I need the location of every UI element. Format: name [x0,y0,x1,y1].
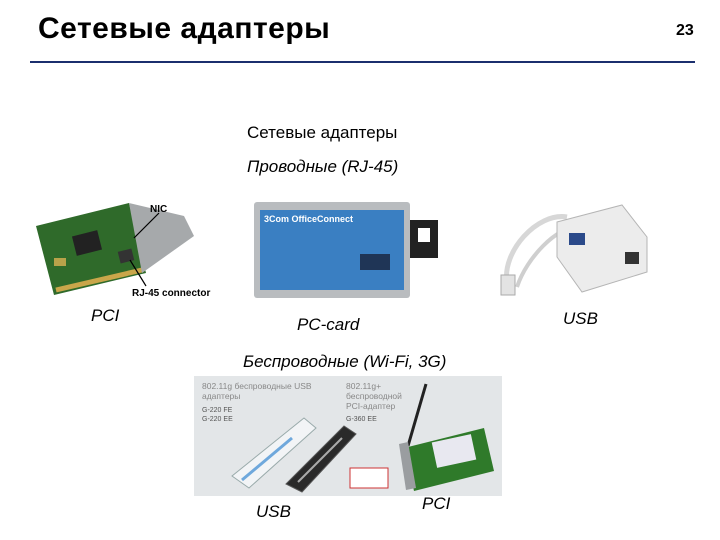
usb-label: USB [563,309,598,328]
title-divider [30,61,695,63]
usb-stick-black-stripe [297,437,343,483]
slide-title: Сетевые адаптеры [38,12,331,45]
card-logo [360,254,390,270]
banner-pci-text-1: 802.11g+ [346,381,381,391]
banner-usb-model-2: G-220 EE [202,416,233,423]
page-number: 23 [676,22,694,39]
banner-usb-text-1: 802.11g беспроводные USB [202,381,312,391]
usb-wired-adapter-photo [500,204,648,296]
component [54,258,66,266]
usb-cable [504,214,568,283]
connector-label: RJ-45 connector [132,288,210,298]
rj45-port [117,248,135,264]
wireless-pci-label: PCI [422,494,451,513]
wireless-adapters-photo: 802.11g беспроводные USB адаптеры G-220 … [194,376,502,496]
wifi-antenna [406,383,428,447]
connector-arrow [129,259,147,287]
brand-logo [349,467,389,489]
wifi-shield [431,434,477,468]
pci-nic-photo: NIC RJ-45 connector [36,203,210,298]
wireless-heading: Беспроводные (Wi-Fi, 3G) [243,352,447,371]
edge-connector [55,267,143,293]
nic-arrow [133,212,160,239]
metal-bracket [129,203,194,273]
banner-usb-text-2: адаптеры [202,391,240,401]
adapter-port [625,252,639,264]
usb-stick-white-stripe [241,436,293,482]
pc-card-photo: 3Com OfficeConnect [254,202,438,298]
chip [71,230,103,256]
card-brand: 3Com OfficeConnect [264,214,353,224]
wireless-usb-label: USB [256,502,291,521]
nic-label: NIC [150,204,167,215]
wifi-bracket [399,442,416,490]
card-label [260,210,404,290]
usb-plug [500,274,516,296]
card-dongle-port [418,228,430,242]
pc-card-label: PC-card [297,315,360,334]
wired-heading: Проводные (RJ-45) [247,157,399,176]
adapter-body [556,204,648,293]
pci-label: PCI [91,306,120,325]
banner-pci-text-2: беспроводной [346,391,402,401]
banner-pci-model: G-360 EE [346,416,377,423]
section-subtitle: Сетевые адаптеры [247,123,398,142]
banner-usb-model-1: G-220 FE [202,407,233,414]
adapter-logo [569,233,585,245]
banner-pci-text-3: PCI-адаптер [346,401,396,411]
